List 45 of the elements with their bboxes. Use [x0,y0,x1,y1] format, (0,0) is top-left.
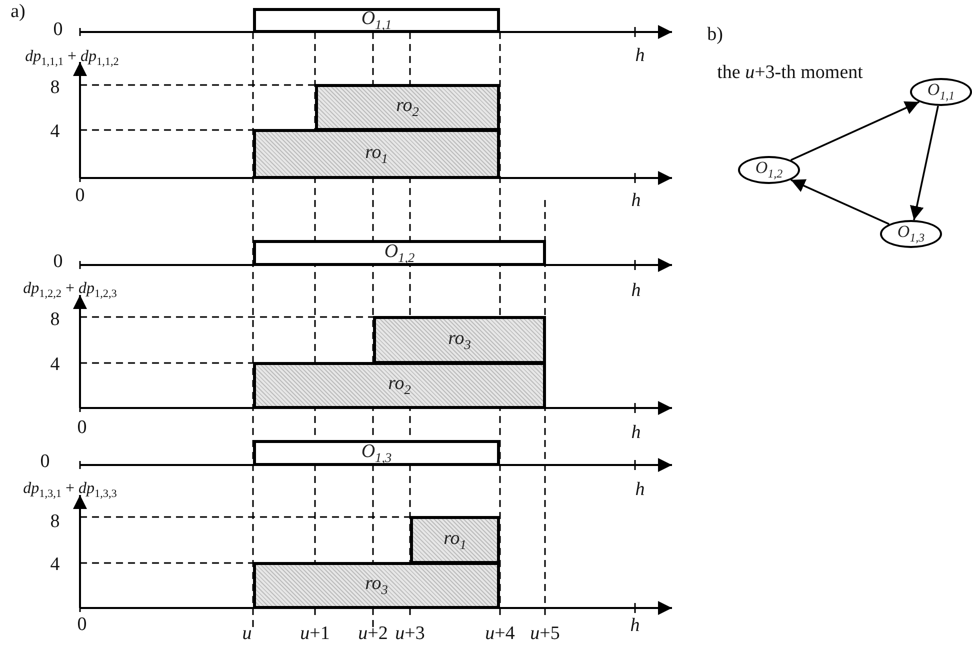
axis-title: h [631,190,641,212]
arrow [790,179,890,225]
panel-label: b) [707,24,723,46]
axis-value: 0 [77,614,87,636]
tick-label: u [242,623,252,645]
axis-title: h [635,45,645,67]
resource-bar: ro$_{3}$ [253,562,500,609]
axis-title: h [635,479,645,501]
axis-title: dp$_{1,1,1}$ + dp$_{1,1,2}$ [25,48,119,68]
panel-label: a) [10,1,26,23]
tick-label: u+1 [300,623,330,645]
tick-label: u+4 [485,623,515,645]
resource-bar: ro$_{1}$ [253,129,500,179]
resource-bar: ro$_{1}$ [410,516,500,564]
axis-value: 0 [40,451,50,473]
axis-title: dp$_{1,3,1}$ + dp$_{1,3,3}$ [23,480,117,500]
axis-value: 8 [50,511,60,533]
operation-ellipse: O$_{1,3}$ [880,220,942,248]
axis-value: 4 [50,554,60,576]
arrow [910,106,939,220]
tick-label: u+2 [358,623,388,645]
axis-title: h [631,280,641,302]
axis-value: 8 [50,77,60,99]
operation-bar: O$_{1,2}$ [253,240,546,266]
axis-value: 8 [50,309,60,331]
axis-value: 4 [50,121,60,143]
axis-value: 0 [75,185,85,207]
axis-value: 0 [53,19,63,41]
resource-bar: ro$_{2}$ [315,84,500,131]
resource-bar: ro$_{2}$ [253,362,546,409]
tick-label: u+5 [530,623,560,645]
caption-text: the u+3-th moment [717,62,863,84]
axis-title: dp$_{1,2,2}$ + dp$_{1,2,3}$ [23,280,117,300]
axis-value: 0 [53,251,63,273]
arrow [790,101,920,161]
resource-bar: ro$_{3}$ [373,316,546,364]
operation-bar: O$_{1,3}$ [253,440,500,466]
axis-title: h [630,615,640,637]
operation-ellipse: O$_{1,2}$ [738,156,800,184]
axis-value: 4 [50,354,60,376]
axis-title: h [631,422,641,444]
operation-ellipse: O$_{1,1}$ [910,78,972,106]
tick-label: u+3 [395,623,425,645]
operation-bar: O$_{1,1}$ [253,8,500,33]
axis-value: 0 [77,417,87,439]
